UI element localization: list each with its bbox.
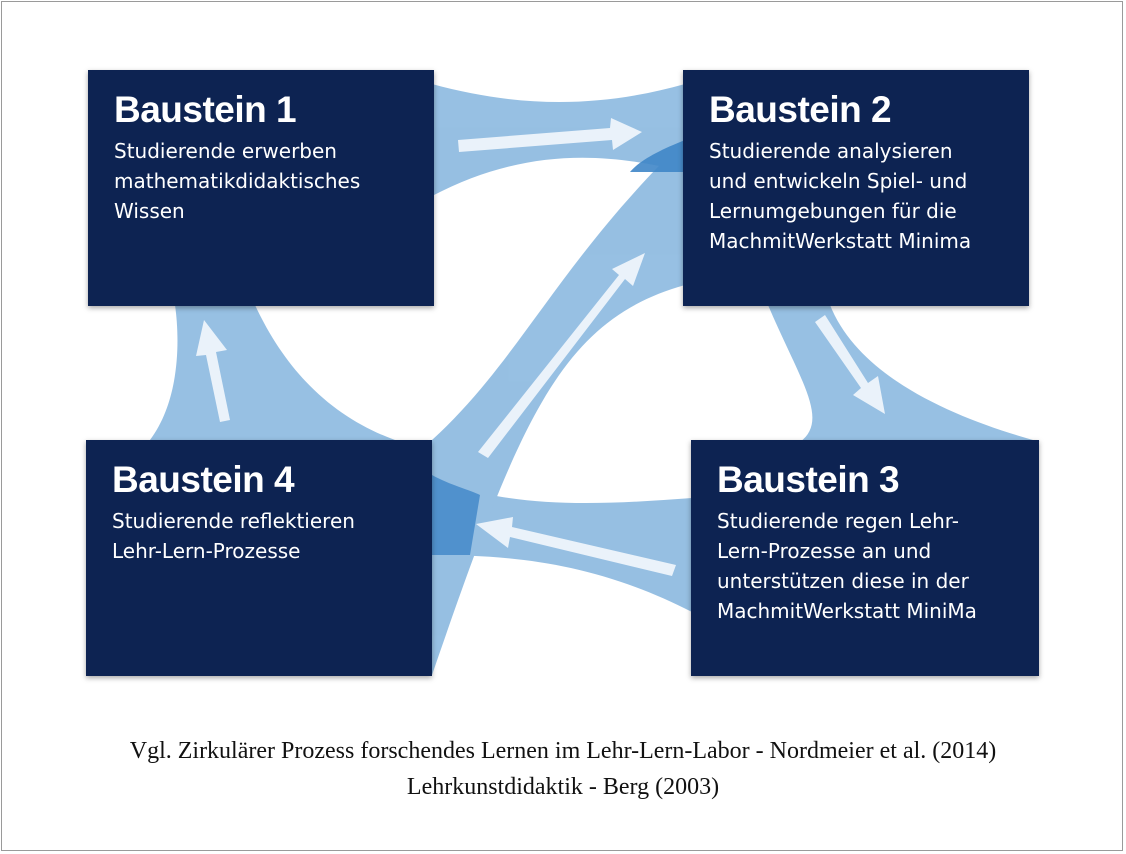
arrow-2-to-3-icon bbox=[815, 315, 885, 414]
baustein-2-line: MachmitWerkstatt Minima bbox=[709, 229, 972, 253]
baustein-2-box: Baustein 2 Studierende analysieren und e… bbox=[683, 70, 1029, 306]
arrow-1-to-2-icon bbox=[458, 118, 642, 152]
flow-overlap-2 bbox=[630, 140, 685, 172]
baustein-1-title: Baustein 1 bbox=[114, 89, 297, 130]
arrow-4-to-2-icon bbox=[478, 253, 645, 458]
baustein-4-line: Studierende reflektieren bbox=[112, 509, 355, 533]
baustein-4-title: Baustein 4 bbox=[112, 459, 295, 500]
baustein-2-line: Lernumgebungen für die bbox=[709, 199, 957, 223]
baustein-3-box: Baustein 3 Studierende regen Lehr- Lern-… bbox=[691, 440, 1039, 676]
caption-line-2: Lehrkunstdidaktik - Berg (2003) bbox=[406, 774, 720, 800]
baustein-3-text: Studierende regen Lehr- Lern-Prozesse an… bbox=[717, 506, 1017, 626]
baustein-1-line: Studierende erwerben bbox=[114, 139, 337, 163]
arrow-3-to-4-icon bbox=[476, 517, 676, 576]
flow-overlap-4 bbox=[432, 475, 480, 555]
arrow-4-to-1-icon bbox=[196, 320, 230, 422]
baustein-3-line: Studierende regen Lehr- bbox=[717, 509, 959, 533]
caption-line-1: Vgl. Zirkulärer Prozess forschendes Lern… bbox=[129, 738, 997, 764]
baustein-4-box: Baustein 4 Studierende reflektieren Lehr… bbox=[86, 440, 432, 676]
flow-ribbon-4-to-1 bbox=[150, 305, 395, 440]
baustein-4-text: Studierende reflektieren Lehr-Lern-Proze… bbox=[112, 506, 410, 566]
baustein-4-line: Lehr-Lern-Prozesse bbox=[112, 539, 301, 563]
baustein-3-title: Baustein 3 bbox=[717, 459, 900, 500]
baustein-3-line: MachmitWerkstatt MiniMa bbox=[717, 599, 977, 623]
flow-ribbon-2-to-3 bbox=[768, 305, 1040, 442]
baustein-2-title: Baustein 2 bbox=[709, 89, 892, 130]
baustein-2-line: Studierende analysieren bbox=[709, 139, 953, 163]
baustein-1-box: Baustein 1 Studierende erwerben mathemat… bbox=[88, 70, 434, 306]
baustein-3-line: unterstützen diese in der bbox=[717, 569, 969, 593]
flow-ribbon-4-to-2 bbox=[432, 140, 685, 675]
baustein-2-line: und entwickeln Spiel- und bbox=[709, 169, 968, 193]
baustein-1-line: mathematikdidaktisches bbox=[114, 169, 361, 193]
baustein-1-text: Studierende erwerben mathematikdidaktisc… bbox=[114, 136, 412, 226]
baustein-3-line: Lern-Prozesse an und bbox=[717, 539, 932, 563]
baustein-1-line: Wissen bbox=[114, 199, 185, 223]
baustein-2-text: Studierende analysieren und entwickeln S… bbox=[709, 136, 1007, 256]
